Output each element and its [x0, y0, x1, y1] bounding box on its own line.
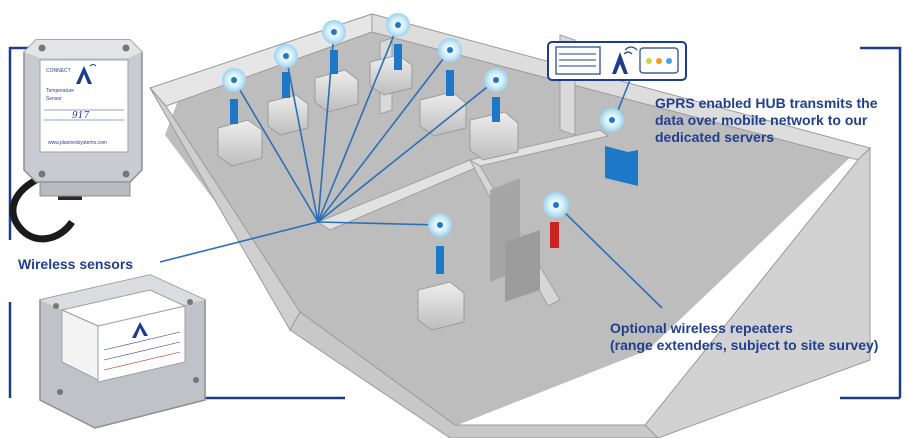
front-right-wall	[644, 146, 871, 438]
sensor-node-icon	[322, 20, 346, 74]
hub-node-icon	[600, 108, 624, 132]
sensor-node-icon	[386, 13, 410, 70]
wireless-sensors-label: Wireless sensors	[18, 256, 134, 272]
sensor-node-icon	[222, 68, 246, 124]
sensor-node-icon	[428, 213, 452, 274]
sensor-node-icon	[438, 38, 462, 96]
front-wall	[289, 311, 659, 438]
svg-text:Sensor: Sensor	[46, 96, 62, 102]
hub-icon	[547, 41, 687, 81]
svg-text:CONNECT: CONNECT	[46, 68, 71, 74]
sensor-device-top: CONNECT Temperature Sensor 917 www.plann…	[9, 39, 143, 243]
sensor-device-bottom	[39, 274, 206, 429]
device-url: www.plannedsystems.com	[48, 140, 107, 146]
signal-antenna-icon	[612, 46, 638, 74]
svg-text:Temperature: Temperature	[46, 88, 74, 94]
sensor-node-icon	[274, 44, 298, 98]
gprs-hub-label: GPRS enabled HUB transmits the data over…	[655, 95, 878, 145]
device-serial: 917	[72, 111, 89, 121]
sensor-node-icon	[484, 68, 508, 122]
building-floor-plan	[149, 13, 871, 438]
repeater-icon	[543, 192, 569, 248]
hub-wall-unit	[605, 146, 638, 186]
repeaters-label: Optional wireless repeaters (range exten…	[610, 320, 879, 353]
partition-wall-6	[505, 230, 540, 302]
sensor-nodes	[222, 13, 624, 274]
